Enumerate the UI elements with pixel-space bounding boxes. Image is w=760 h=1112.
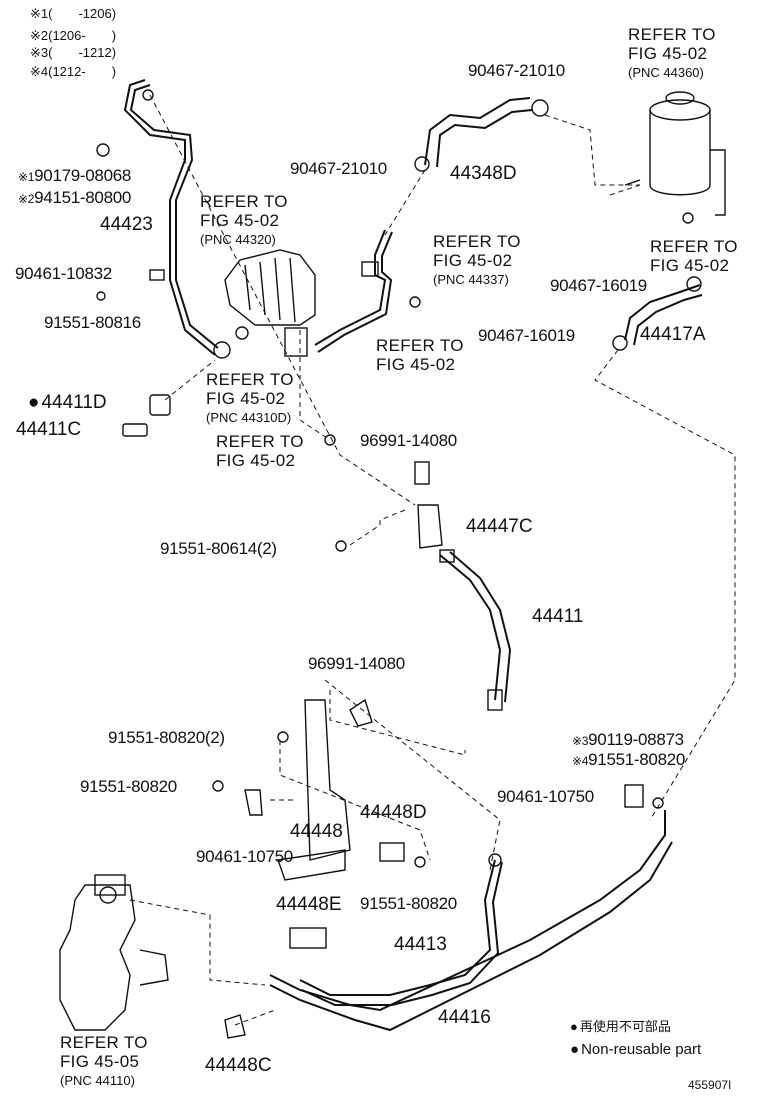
part-44448D: 44448D xyxy=(360,802,427,823)
refer-line: FIG 45-02 xyxy=(433,251,513,270)
legend-top-1: ※1( -1206) xyxy=(30,7,116,20)
part-number: 90179-08068 xyxy=(34,166,132,185)
part-91551-80820-a: 91551-80820 xyxy=(80,777,177,796)
refer-line: FIG 45-02 xyxy=(206,389,286,408)
part-number: 91551-80820 xyxy=(588,750,686,769)
refer-line: REFER TO xyxy=(628,25,716,44)
refer-line: REFER TO xyxy=(376,336,464,355)
legend-top-3: ※3( -1212) xyxy=(30,46,116,59)
part-44411C: 44411C xyxy=(16,419,82,440)
refer-pnc: (PNC 44337) xyxy=(433,272,509,287)
part-90119-08873: ※390119-08873 xyxy=(572,731,684,748)
legend-range: (1206- ) xyxy=(48,28,117,43)
mark-2: ※2 xyxy=(18,192,35,206)
guide-lines xyxy=(129,94,736,1026)
part-96991-14080-a: 96991-14080 xyxy=(360,431,457,450)
pipe-44423 xyxy=(123,79,219,356)
part-90467-16019-a: 90467-16019 xyxy=(550,276,647,295)
part-90467-16019-b: 90467-16019 xyxy=(478,326,575,345)
refer-44360: REFER TO FIG 45-02 (PNC 44360) xyxy=(628,25,716,82)
refer-line: REFER TO xyxy=(433,232,521,251)
part-90467-21010-top: 90467-21010 xyxy=(468,61,565,80)
refer-pnc: (PNC 44310D) xyxy=(206,410,292,425)
refer-44110: REFER TO FIG 45-05 (PNC 44110) xyxy=(60,1033,148,1090)
part-90467-21010-mid: 90467-21010 xyxy=(290,159,387,178)
bracket-44448 xyxy=(277,698,373,881)
legend-mark: ※2 xyxy=(30,28,49,43)
part-91551-80820-b: 91551-80820 xyxy=(360,894,457,913)
part-94151-80800: ※294151-80800 xyxy=(18,189,131,206)
pipe-44337 xyxy=(314,229,393,353)
refer-line: FIG 45-02 xyxy=(376,355,456,374)
refer-44320: REFER TO FIG 45-02 (PNC 44320) xyxy=(200,192,288,249)
refer-line: FIG 45-02 xyxy=(628,44,708,63)
hose-44411 xyxy=(439,551,512,703)
refer-pnc: (PNC 44360) xyxy=(628,65,704,80)
refer-line: FIG 45-05 xyxy=(60,1052,140,1071)
refer-line: REFER TO xyxy=(216,432,304,451)
refer-line: REFER TO xyxy=(200,192,288,211)
part-91551-80614: 91551-80614(2) xyxy=(160,539,277,558)
legend-mark: ※3 xyxy=(30,45,49,60)
refer-line: FIG 45-02 xyxy=(200,211,280,230)
legend-range: ( -1206) xyxy=(48,6,117,21)
legend-range: ( -1212) xyxy=(48,45,117,60)
refer-b: REFER TO FIG 45-02 xyxy=(376,336,464,374)
part-44448: 44448 xyxy=(290,821,343,842)
legend-mark: ※1 xyxy=(30,6,49,21)
part-90461-10750-b: 90461-10750 xyxy=(497,787,594,806)
part-44417A: 44417A xyxy=(640,324,706,345)
legend-range: (1212- ) xyxy=(48,64,117,79)
mark-4: ※4 xyxy=(572,754,589,768)
part-44448E: 44448E xyxy=(276,894,342,915)
hose-44348D xyxy=(424,97,533,168)
part-44411D: 44411D xyxy=(28,393,106,412)
part-44411: 44411 xyxy=(532,606,584,627)
mark-1: ※1 xyxy=(18,170,35,184)
part-90461-10750-a: 90461-10750 xyxy=(196,847,293,866)
part-44423: 44423 xyxy=(100,214,153,235)
part-91551-80816: 91551-80816 xyxy=(44,313,141,332)
legend-top-2: ※2(1206- ) xyxy=(30,29,116,42)
refer-line: REFER TO xyxy=(60,1033,148,1052)
pump-44320 xyxy=(224,249,316,357)
part-91551-80820-2: 91551-80820(2) xyxy=(108,728,225,747)
legend-non-reusable-jp: 再使用不可部品 xyxy=(570,1020,671,1033)
legend-top-4: ※4(1212- ) xyxy=(30,65,116,78)
part-90461-10832: 90461-10832 xyxy=(15,264,112,283)
part-number: 90119-08873 xyxy=(588,730,684,749)
part-90179-08068: ※190179-08068 xyxy=(18,167,131,184)
hose-44417A xyxy=(624,284,703,346)
refer-c: REFER TO FIG 45-02 xyxy=(216,432,304,470)
part-91551-80820-c: ※491551-80820 xyxy=(572,751,685,768)
part-44416: 44416 xyxy=(438,1007,491,1028)
refer-pnc: (PNC 44110) xyxy=(60,1073,135,1088)
refer-line: FIG 45-02 xyxy=(650,256,730,275)
legend-non-reusable-en: Non-reusable part xyxy=(570,1042,701,1057)
part-96991-14080-b: 96991-14080 xyxy=(308,654,405,673)
part-44348D: 44348D xyxy=(450,163,517,184)
refer-line: FIG 45-02 xyxy=(216,451,296,470)
part-44413: 44413 xyxy=(394,934,447,955)
pipes-44413-44416 xyxy=(269,810,673,1032)
refer-pnc: (PNC 44320) xyxy=(200,232,276,247)
part-44447C: 44447C xyxy=(466,516,533,537)
steering-gear-44110 xyxy=(59,874,169,1031)
figure-id: 455907I xyxy=(688,1078,732,1092)
reservoir-44360 xyxy=(624,91,726,216)
refer-44337: REFER TO FIG 45-02 (PNC 44337) xyxy=(433,232,521,289)
refer-line: REFER TO xyxy=(650,237,738,256)
refer-line: REFER TO xyxy=(206,370,294,389)
part-44448C: 44448C xyxy=(205,1055,272,1076)
refer-a: REFER TO FIG 45-02 xyxy=(650,237,738,275)
mark-3: ※3 xyxy=(572,734,589,748)
part-number: 94151-80800 xyxy=(34,188,132,207)
refer-44310D: REFER TO FIG 45-02 (PNC 44310D) xyxy=(206,370,294,427)
legend-mark: ※4 xyxy=(30,64,49,79)
